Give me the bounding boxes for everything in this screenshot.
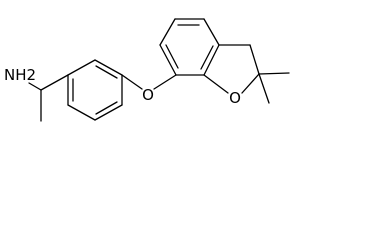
- bond-ring-b-5: [159, 18, 176, 46]
- bond-ch-ring: [40, 74, 69, 91]
- bond-ring-a-5: [67, 104, 96, 121]
- chemical-structure: NH2 O O: [4, 18, 290, 122]
- bond-furan-ch2-2: [249, 44, 260, 75]
- ether-oxygen-label: O: [142, 86, 154, 104]
- ring-oxygen-label: O: [229, 89, 241, 107]
- bond-ring-b-3: [203, 18, 220, 46]
- bond-ring-b-double-3: [165, 44, 179, 69]
- bond-ring-b-2: [203, 44, 220, 76]
- amine-label: NH2: [4, 66, 36, 84]
- bonds: [28, 18, 290, 122]
- bond-ring-a-to-o: [121, 74, 143, 90]
- bond-ring-b-double-1: [200, 45, 214, 70]
- bond-ring-a-2: [94, 59, 123, 76]
- bond-methyl-2: [258, 73, 270, 104]
- bond-furan-c-o: [241, 73, 260, 94]
- bond-ring-a-double-2: [95, 101, 118, 115]
- bond-o-to-ring-b: [153, 74, 177, 90]
- bond-methyl-1: [258, 72, 290, 75]
- bond-n-ch: [28, 82, 42, 91]
- bond-ring-a-1: [67, 59, 96, 76]
- atom-labels: NH2 O O: [4, 66, 241, 107]
- bond-ring-a-double-1: [95, 65, 118, 79]
- bond-furan-o-ar: [203, 74, 229, 94]
- bond-ring-a-4: [94, 104, 123, 121]
- bond-ring-b-6: [159, 44, 177, 76]
